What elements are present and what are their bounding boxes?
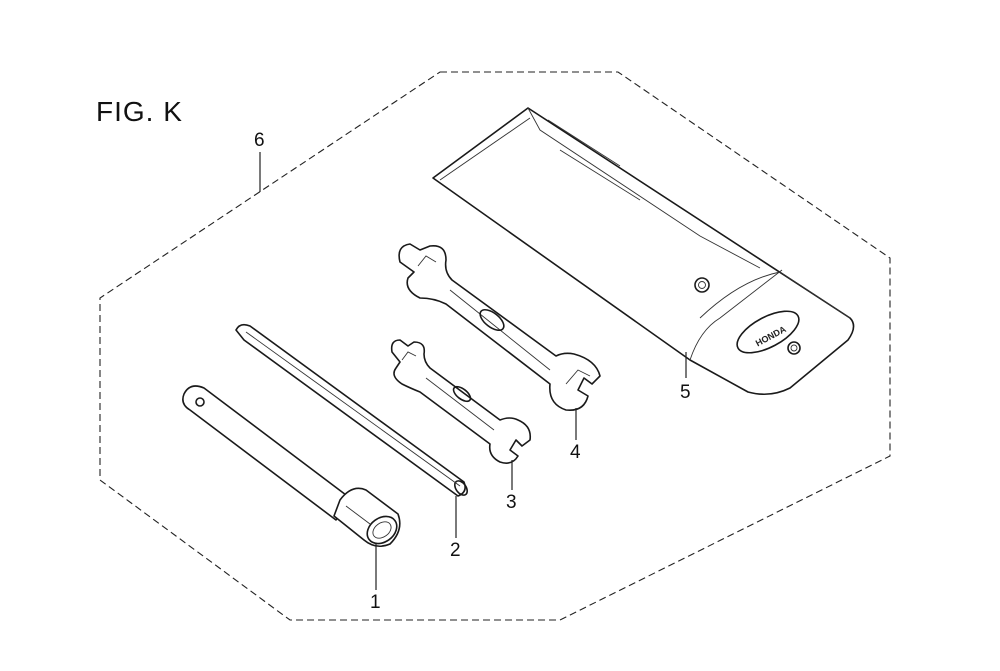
handle-bar	[235, 323, 469, 497]
callout-2: 2	[450, 540, 461, 561]
callout-3: 3	[506, 492, 517, 513]
wrench-large	[398, 243, 601, 412]
tool-bag: HONDA	[432, 107, 855, 396]
group-boundary	[99, 71, 891, 621]
socket-wrench	[182, 385, 401, 548]
callout-4: 4	[570, 442, 581, 463]
callout-1: 1	[370, 592, 381, 613]
wrench-small	[390, 339, 532, 464]
callout-6: 6	[254, 130, 265, 151]
callout-5: 5	[680, 382, 691, 403]
figure-title: FIG. K	[96, 96, 183, 127]
